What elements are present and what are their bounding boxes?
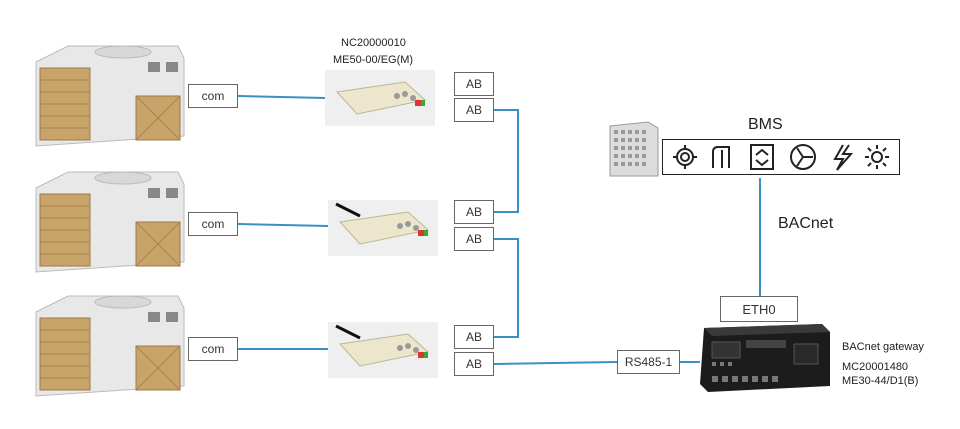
rooftop-unit-1	[28, 40, 188, 150]
elevator-icon	[750, 144, 774, 170]
rooftop-unit-3	[28, 290, 188, 400]
ab-port-3: AB	[454, 200, 494, 224]
bacnet-gateway-device	[698, 322, 834, 396]
rs485-port: RS485-1	[617, 350, 680, 374]
module-model: ME50-00/EG(M)	[333, 54, 414, 66]
gateway-title: BACnet gateway	[842, 341, 924, 353]
interface-module-2	[328, 200, 438, 256]
ab-port-2: AB	[454, 98, 494, 122]
interface-module-3	[328, 322, 438, 378]
interface-module-1	[325, 70, 435, 126]
ab-port-4: AB	[454, 227, 494, 251]
rooftop-unit-2	[28, 166, 188, 276]
building-icon	[608, 120, 660, 178]
com-port-2: com	[188, 212, 238, 236]
gateway-id: MC20001480	[842, 361, 909, 373]
gear-icon	[673, 145, 697, 169]
lightning-icon	[833, 144, 854, 171]
com-port-1: com	[188, 84, 238, 108]
eth0-port: ETH0	[720, 296, 798, 322]
module-id: NC20000010	[341, 37, 406, 49]
gateway-model: ME30-44/D1(B)	[842, 375, 919, 387]
bms-icon-bar	[662, 139, 900, 175]
bms-label: BMS	[748, 116, 783, 133]
com-port-3: com	[188, 337, 238, 361]
fan-icon	[790, 144, 816, 170]
ab-port-6: AB	[454, 352, 494, 376]
ab-port-5: AB	[454, 325, 494, 349]
door-icon	[712, 146, 730, 168]
ab-port-1: AB	[454, 72, 494, 96]
bacnet-label: BACnet	[778, 215, 834, 232]
sun-icon	[865, 145, 889, 169]
